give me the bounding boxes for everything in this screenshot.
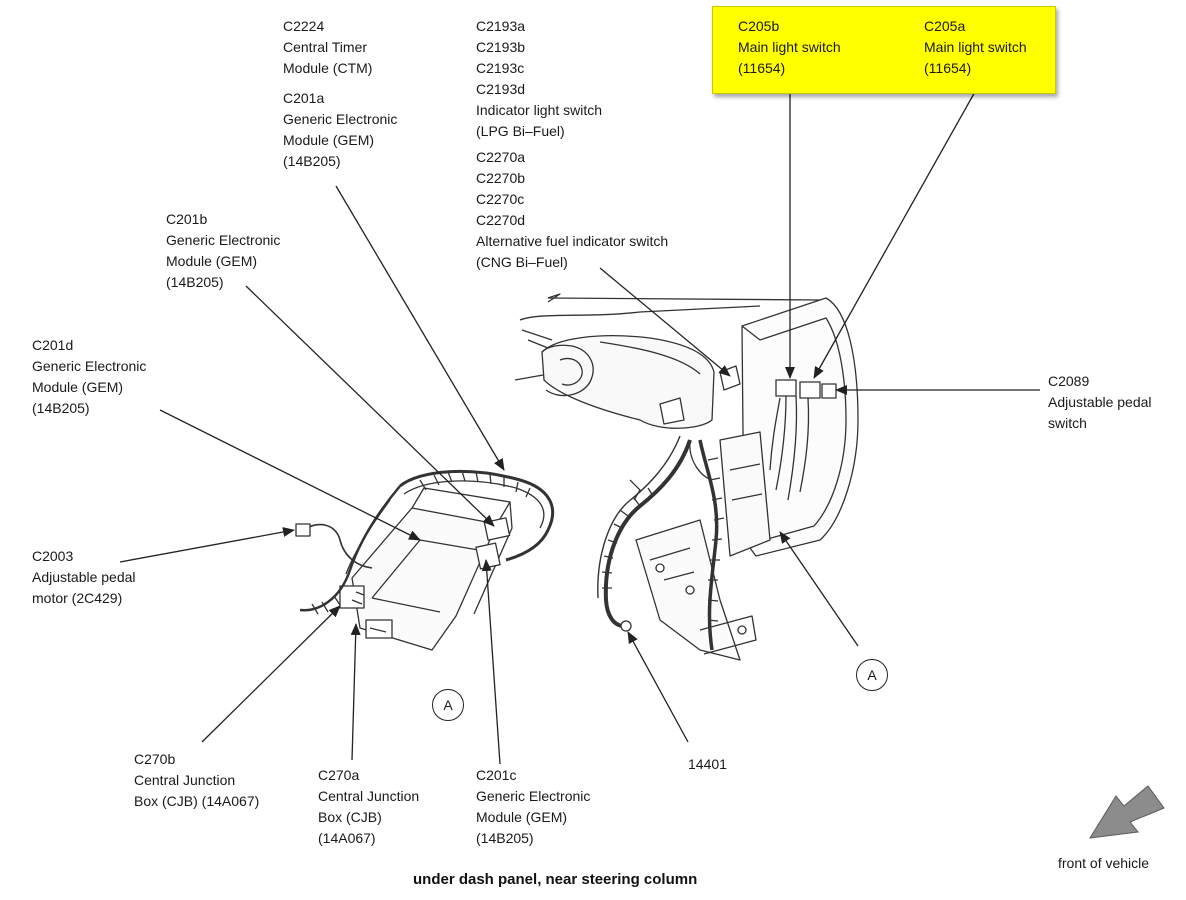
diagram-caption: under dash panel, near steering column (413, 871, 698, 888)
leader-c205a (813, 89, 977, 379)
gem-module-drawing (295, 469, 555, 651)
label-14401: 14401 (688, 756, 727, 772)
leader-c2003 (119, 527, 295, 563)
callout-a-left: A (432, 689, 464, 721)
leader-lines (119, 89, 1040, 765)
leader-c201b (245, 285, 495, 527)
leader-c201a (335, 185, 505, 471)
leader-c201c (481, 559, 501, 765)
leader-c2270 (599, 267, 731, 377)
leader-a-right (779, 531, 859, 647)
leader-c270a (350, 623, 361, 761)
leader-14401 (627, 631, 689, 743)
leader-c270b (201, 605, 341, 743)
leader-c201d (159, 409, 421, 541)
highlight-box (712, 6, 1056, 94)
callout-a-right: A (856, 659, 888, 691)
front-of-vehicle-label: front of vehicle (1058, 855, 1150, 871)
front-arrow-icon (1089, 785, 1165, 839)
steering-column-drawing (514, 293, 859, 661)
